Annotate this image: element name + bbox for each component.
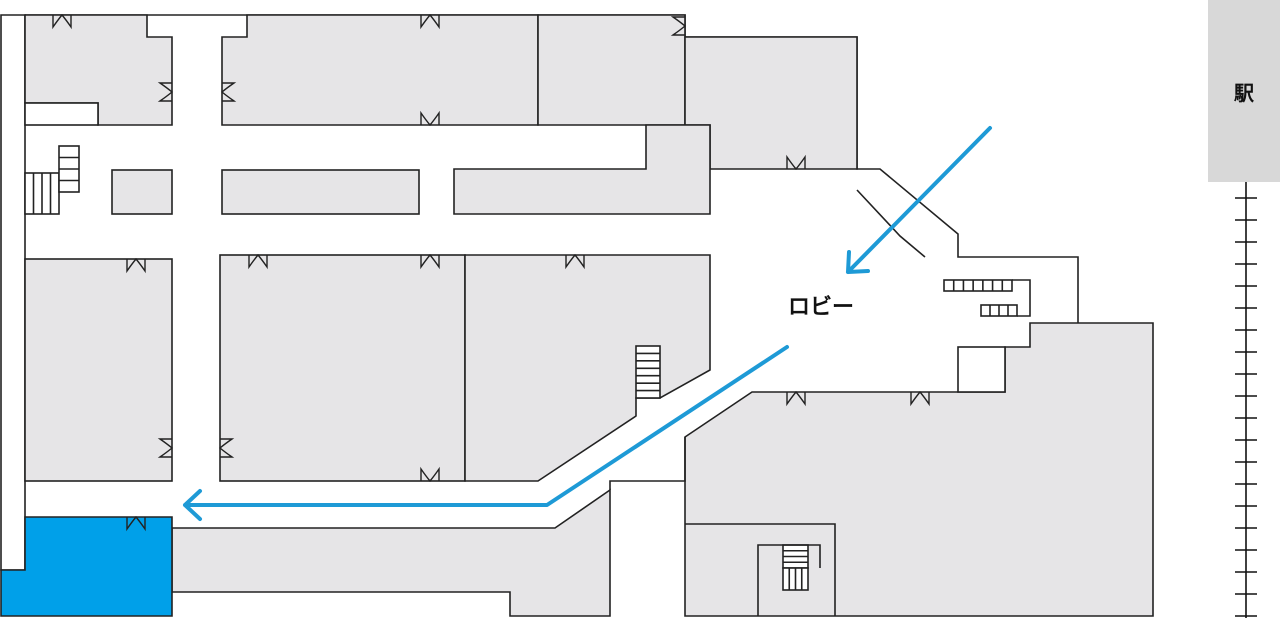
route-arrow-to-room — [183, 345, 789, 521]
highlighted-room[interactable] — [0, 516, 173, 617]
door-icon — [157, 438, 174, 458]
route-arrow-from-station — [846, 126, 992, 274]
wall — [685, 523, 836, 616]
door-icon — [786, 390, 806, 407]
small-room — [24, 102, 99, 126]
small-room — [957, 346, 1006, 393]
door-icon — [218, 438, 235, 458]
door-icon — [670, 16, 687, 36]
station-label: 駅 — [1234, 80, 1254, 105]
room[interactable] — [219, 254, 466, 482]
door-icon — [52, 13, 72, 30]
room[interactable] — [24, 258, 173, 482]
door-icon — [157, 82, 174, 102]
stairs-icon — [24, 145, 1031, 616]
door-icon — [420, 466, 440, 483]
room[interactable] — [684, 322, 1154, 617]
lobby-label: ロビー — [788, 295, 854, 320]
left-corridor — [0, 14, 26, 571]
railway-track — [1235, 182, 1257, 618]
room[interactable] — [221, 169, 420, 215]
doors — [52, 13, 930, 532]
room[interactable] — [221, 14, 539, 126]
door-icon — [420, 13, 440, 30]
door-icon — [786, 154, 806, 171]
door-icon — [220, 82, 237, 102]
room[interactable] — [464, 254, 711, 482]
wall — [856, 189, 926, 258]
room[interactable] — [111, 169, 173, 215]
door-icon — [565, 253, 585, 270]
door-icon — [420, 110, 440, 127]
door-icon — [420, 253, 440, 270]
room[interactable] — [537, 14, 686, 126]
door-icon — [126, 257, 146, 274]
station-block[interactable]: 駅 — [1208, 0, 1280, 182]
room[interactable] — [453, 124, 711, 215]
room[interactable] — [171, 488, 611, 617]
door-icon — [910, 390, 930, 407]
door-icon — [248, 253, 268, 270]
door-icon — [126, 515, 146, 532]
wall — [609, 437, 686, 490]
